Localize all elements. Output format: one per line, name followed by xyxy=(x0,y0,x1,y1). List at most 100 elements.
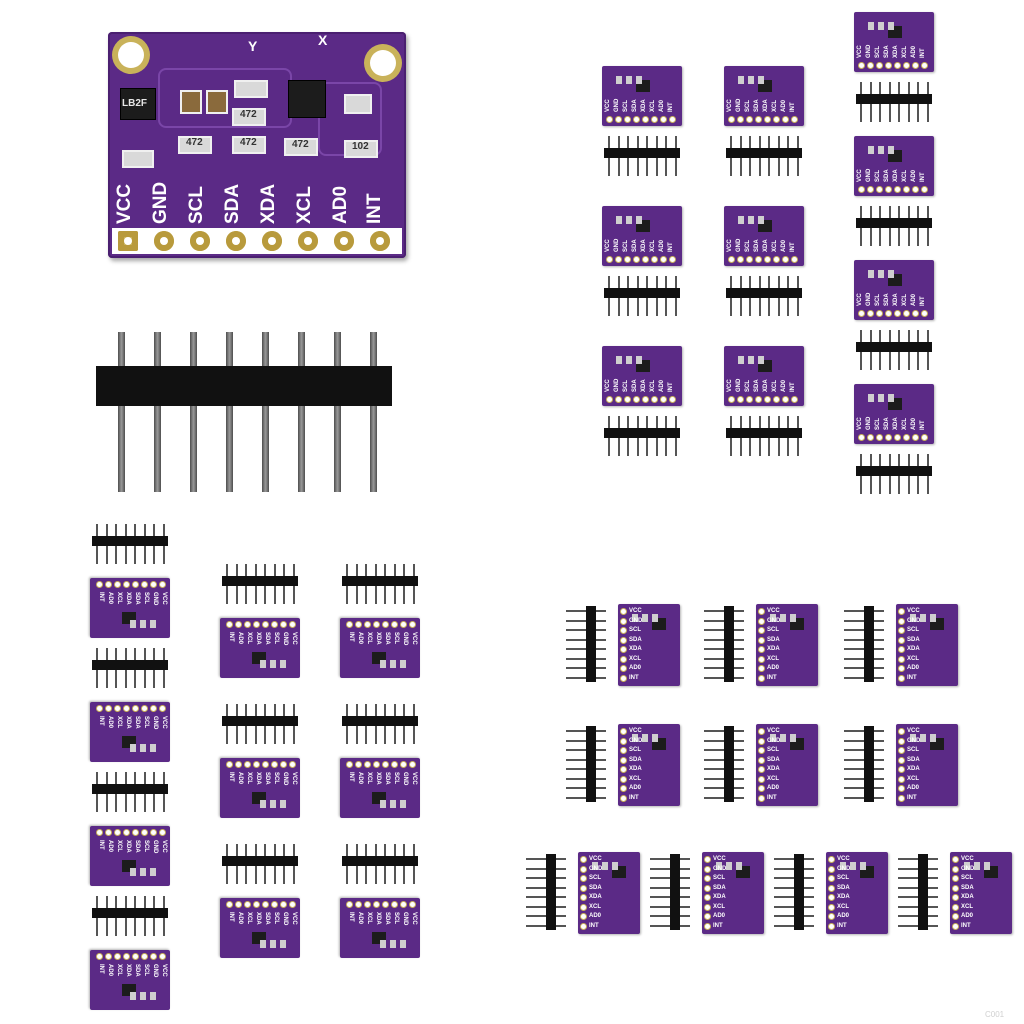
mini-smd-part xyxy=(390,800,396,808)
mini-pin-label: SCL xyxy=(393,912,399,924)
mini-pin-label: SDA xyxy=(754,239,760,252)
mini-pin-label: SCL xyxy=(393,632,399,644)
mini-solder-pad xyxy=(625,117,630,122)
mini-smd-part xyxy=(636,76,642,84)
mini-pin-header xyxy=(526,854,566,930)
mini-solder-pad xyxy=(922,435,927,440)
mini-solder-pad xyxy=(953,895,958,900)
mini-solder-pad xyxy=(886,187,891,192)
mini-pin-label: VCC xyxy=(857,293,863,306)
solder-pad xyxy=(190,231,210,251)
header-plastic xyxy=(92,908,168,918)
mini-solder-pad xyxy=(365,902,370,907)
mini-pin-label: AD0 xyxy=(911,293,917,306)
mini-pin-label: VCC xyxy=(605,379,611,392)
mini-pin-label: SCL xyxy=(629,747,641,753)
mini-pin-label: INT xyxy=(907,674,917,681)
mini-solder-pad xyxy=(142,706,147,711)
mini-smd-part xyxy=(400,800,406,808)
mini-smd-part xyxy=(910,734,916,742)
mini-pin-label: XDA xyxy=(125,840,131,853)
mini-pin-label: SCL xyxy=(623,380,629,392)
mini-pin-label: VCC xyxy=(767,728,780,734)
mini-solder-pad xyxy=(877,435,882,440)
mini-pin-label: AD0 xyxy=(357,912,363,925)
mini-pin-label: SDA xyxy=(907,756,920,763)
mini-solder-pad xyxy=(922,311,927,316)
mini-pin-label: SCL xyxy=(745,380,751,392)
pin-label-gnd: GND xyxy=(150,181,171,224)
mini-pin-label: SDA xyxy=(767,756,780,763)
header-pin xyxy=(118,332,125,492)
mini-solder-pad xyxy=(272,902,277,907)
mini-pin-header xyxy=(604,416,680,456)
mini-smd-part xyxy=(632,734,638,742)
mini-pin-label: VCC xyxy=(161,716,167,729)
regulator-chip-label: LB2F xyxy=(122,98,147,109)
mini-pin-label: GND xyxy=(866,168,872,182)
mini-pin-label: VCC xyxy=(907,728,920,734)
mini-smd-part xyxy=(920,614,926,622)
mini-solder-pad xyxy=(652,257,657,262)
mini-solder-pad xyxy=(133,830,138,835)
mini-solder-pad xyxy=(106,706,111,711)
mini-smd-part xyxy=(878,270,884,278)
mini-smd-part xyxy=(790,614,796,622)
header-plastic xyxy=(92,660,168,670)
mini-solder-pad xyxy=(621,729,626,734)
mini-solder-pad xyxy=(124,954,129,959)
mini-smd-part xyxy=(626,216,632,224)
mini-solder-pad xyxy=(142,954,147,959)
mini-pin-label: AD0 xyxy=(629,665,642,671)
mini-pin-label: AD0 xyxy=(659,99,665,112)
mini-smd-part xyxy=(260,800,266,808)
mini-pin-header xyxy=(856,330,932,370)
mini-smd-part xyxy=(758,216,764,224)
mini-smd-part xyxy=(626,356,632,364)
mini-pin-label: XCL xyxy=(650,380,656,392)
header-plastic xyxy=(670,854,680,930)
header-plastic xyxy=(724,606,734,682)
mini-pin-label: AD0 xyxy=(237,632,243,645)
mini-smd-part xyxy=(652,734,658,742)
mini-pin-label: SDA xyxy=(589,884,602,891)
mini-smd-part xyxy=(140,744,146,752)
header-pin xyxy=(226,332,233,492)
mini-pin-label: SCL xyxy=(907,627,919,633)
mini-pin-label: VCC xyxy=(767,608,780,614)
mini-smd-part xyxy=(888,394,894,402)
mini-solder-pad xyxy=(759,729,764,734)
mini-solder-pad xyxy=(621,628,626,633)
mini-solder-pad xyxy=(365,622,370,627)
mini-solder-pad xyxy=(383,762,388,767)
led xyxy=(344,94,372,114)
mini-solder-pad xyxy=(227,762,232,767)
mini-solder-pad xyxy=(263,622,268,627)
mini-pin-label: INT xyxy=(228,632,234,642)
header-plastic xyxy=(342,716,418,726)
mini-solder-pad xyxy=(765,117,770,122)
mini-solder-pad xyxy=(922,63,927,68)
mini-solder-pad xyxy=(913,187,918,192)
mini-solder-pad xyxy=(868,63,873,68)
mini-solder-pad xyxy=(756,397,761,402)
mini-pin-label: GND xyxy=(736,98,742,112)
mini-solder-pad xyxy=(705,914,710,919)
mini-solder-pad xyxy=(829,866,834,872)
mini-pin-label: SCL xyxy=(875,46,881,58)
mini-pin-label: GND xyxy=(152,716,158,730)
header-plastic xyxy=(222,856,298,866)
mini-solder-pad xyxy=(581,904,586,910)
mini-solder-pad xyxy=(829,876,834,881)
mini-pin-label: VCC xyxy=(161,840,167,853)
mini-solder-pad xyxy=(621,767,626,772)
mini-solder-pad xyxy=(356,622,361,627)
mini-smd-part xyxy=(984,862,990,870)
mini-pin-label: XCL xyxy=(713,903,725,910)
mini-pin-label: SDA xyxy=(754,379,760,392)
mini-solder-pad xyxy=(829,923,834,929)
mini-smd-part xyxy=(260,940,266,948)
